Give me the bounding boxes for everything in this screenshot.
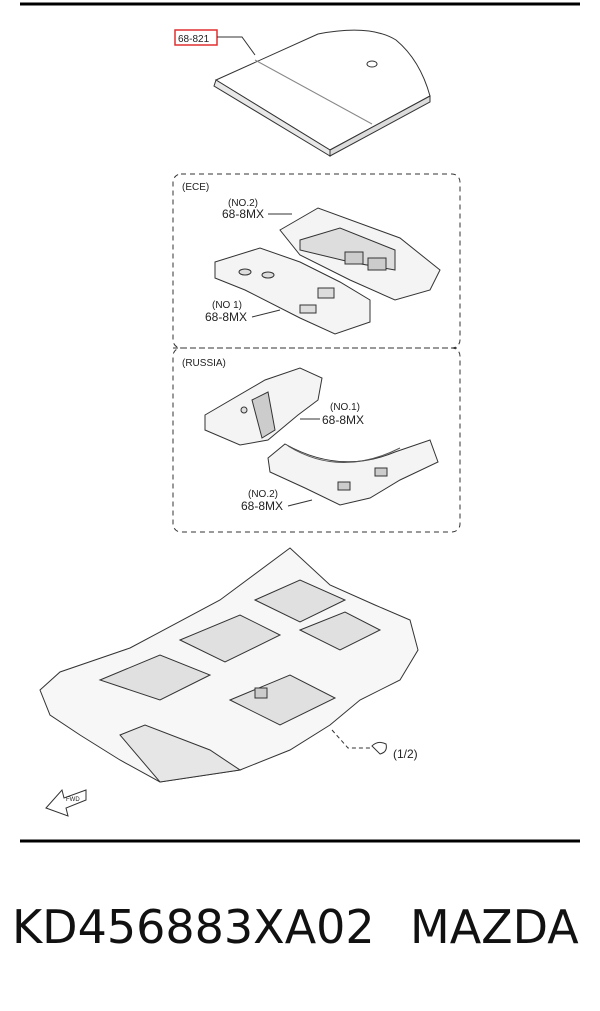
russia-no2-leader [287, 499, 313, 507]
part-ref-68-821[interactable]: 68-821 [178, 34, 210, 45]
ece-region-label: (ECE) [182, 182, 209, 193]
ece-no1-code[interactable]: 68-8MX [205, 310, 247, 324]
floor-mat-assembly [39, 547, 419, 783]
russia-no1-tag: (NO.1) [330, 402, 360, 413]
fwd-arrow-icon: FWD [45, 788, 87, 817]
ece-no2-tag: (NO.2) [228, 198, 258, 209]
ece-no2-code[interactable]: 68-8MX [222, 207, 264, 221]
fwd-label: FWD [66, 797, 80, 803]
floor-ref-label[interactable]: (1/2) [393, 747, 418, 761]
ece-tray-no2 [279, 207, 441, 301]
russia-variant-box [172, 347, 461, 533]
ece-no1-tag: (NO 1) [212, 300, 242, 311]
russia-tray-no1 [204, 367, 323, 446]
brand-name: MAZDA [410, 900, 579, 954]
russia-no2-code[interactable]: 68-8MX [241, 499, 283, 513]
russia-region-label: (RUSSIA) [182, 358, 226, 369]
part-number: KD456883XA02 [12, 900, 375, 954]
russia-no2-tag: (NO.2) [248, 489, 278, 500]
ece-no1-leader [251, 309, 281, 318]
trunk-board-part [213, 29, 431, 157]
russia-tray-no2 [267, 439, 439, 506]
leader-68-821 [217, 36, 256, 56]
clip-icon [371, 741, 387, 755]
caption-bar: KD456883XA02 MAZDA [0, 900, 600, 970]
floor-ref-leader [331, 729, 372, 749]
russia-no1-code[interactable]: 68-8MX [322, 413, 364, 427]
ece-tray-no1 [214, 247, 371, 335]
